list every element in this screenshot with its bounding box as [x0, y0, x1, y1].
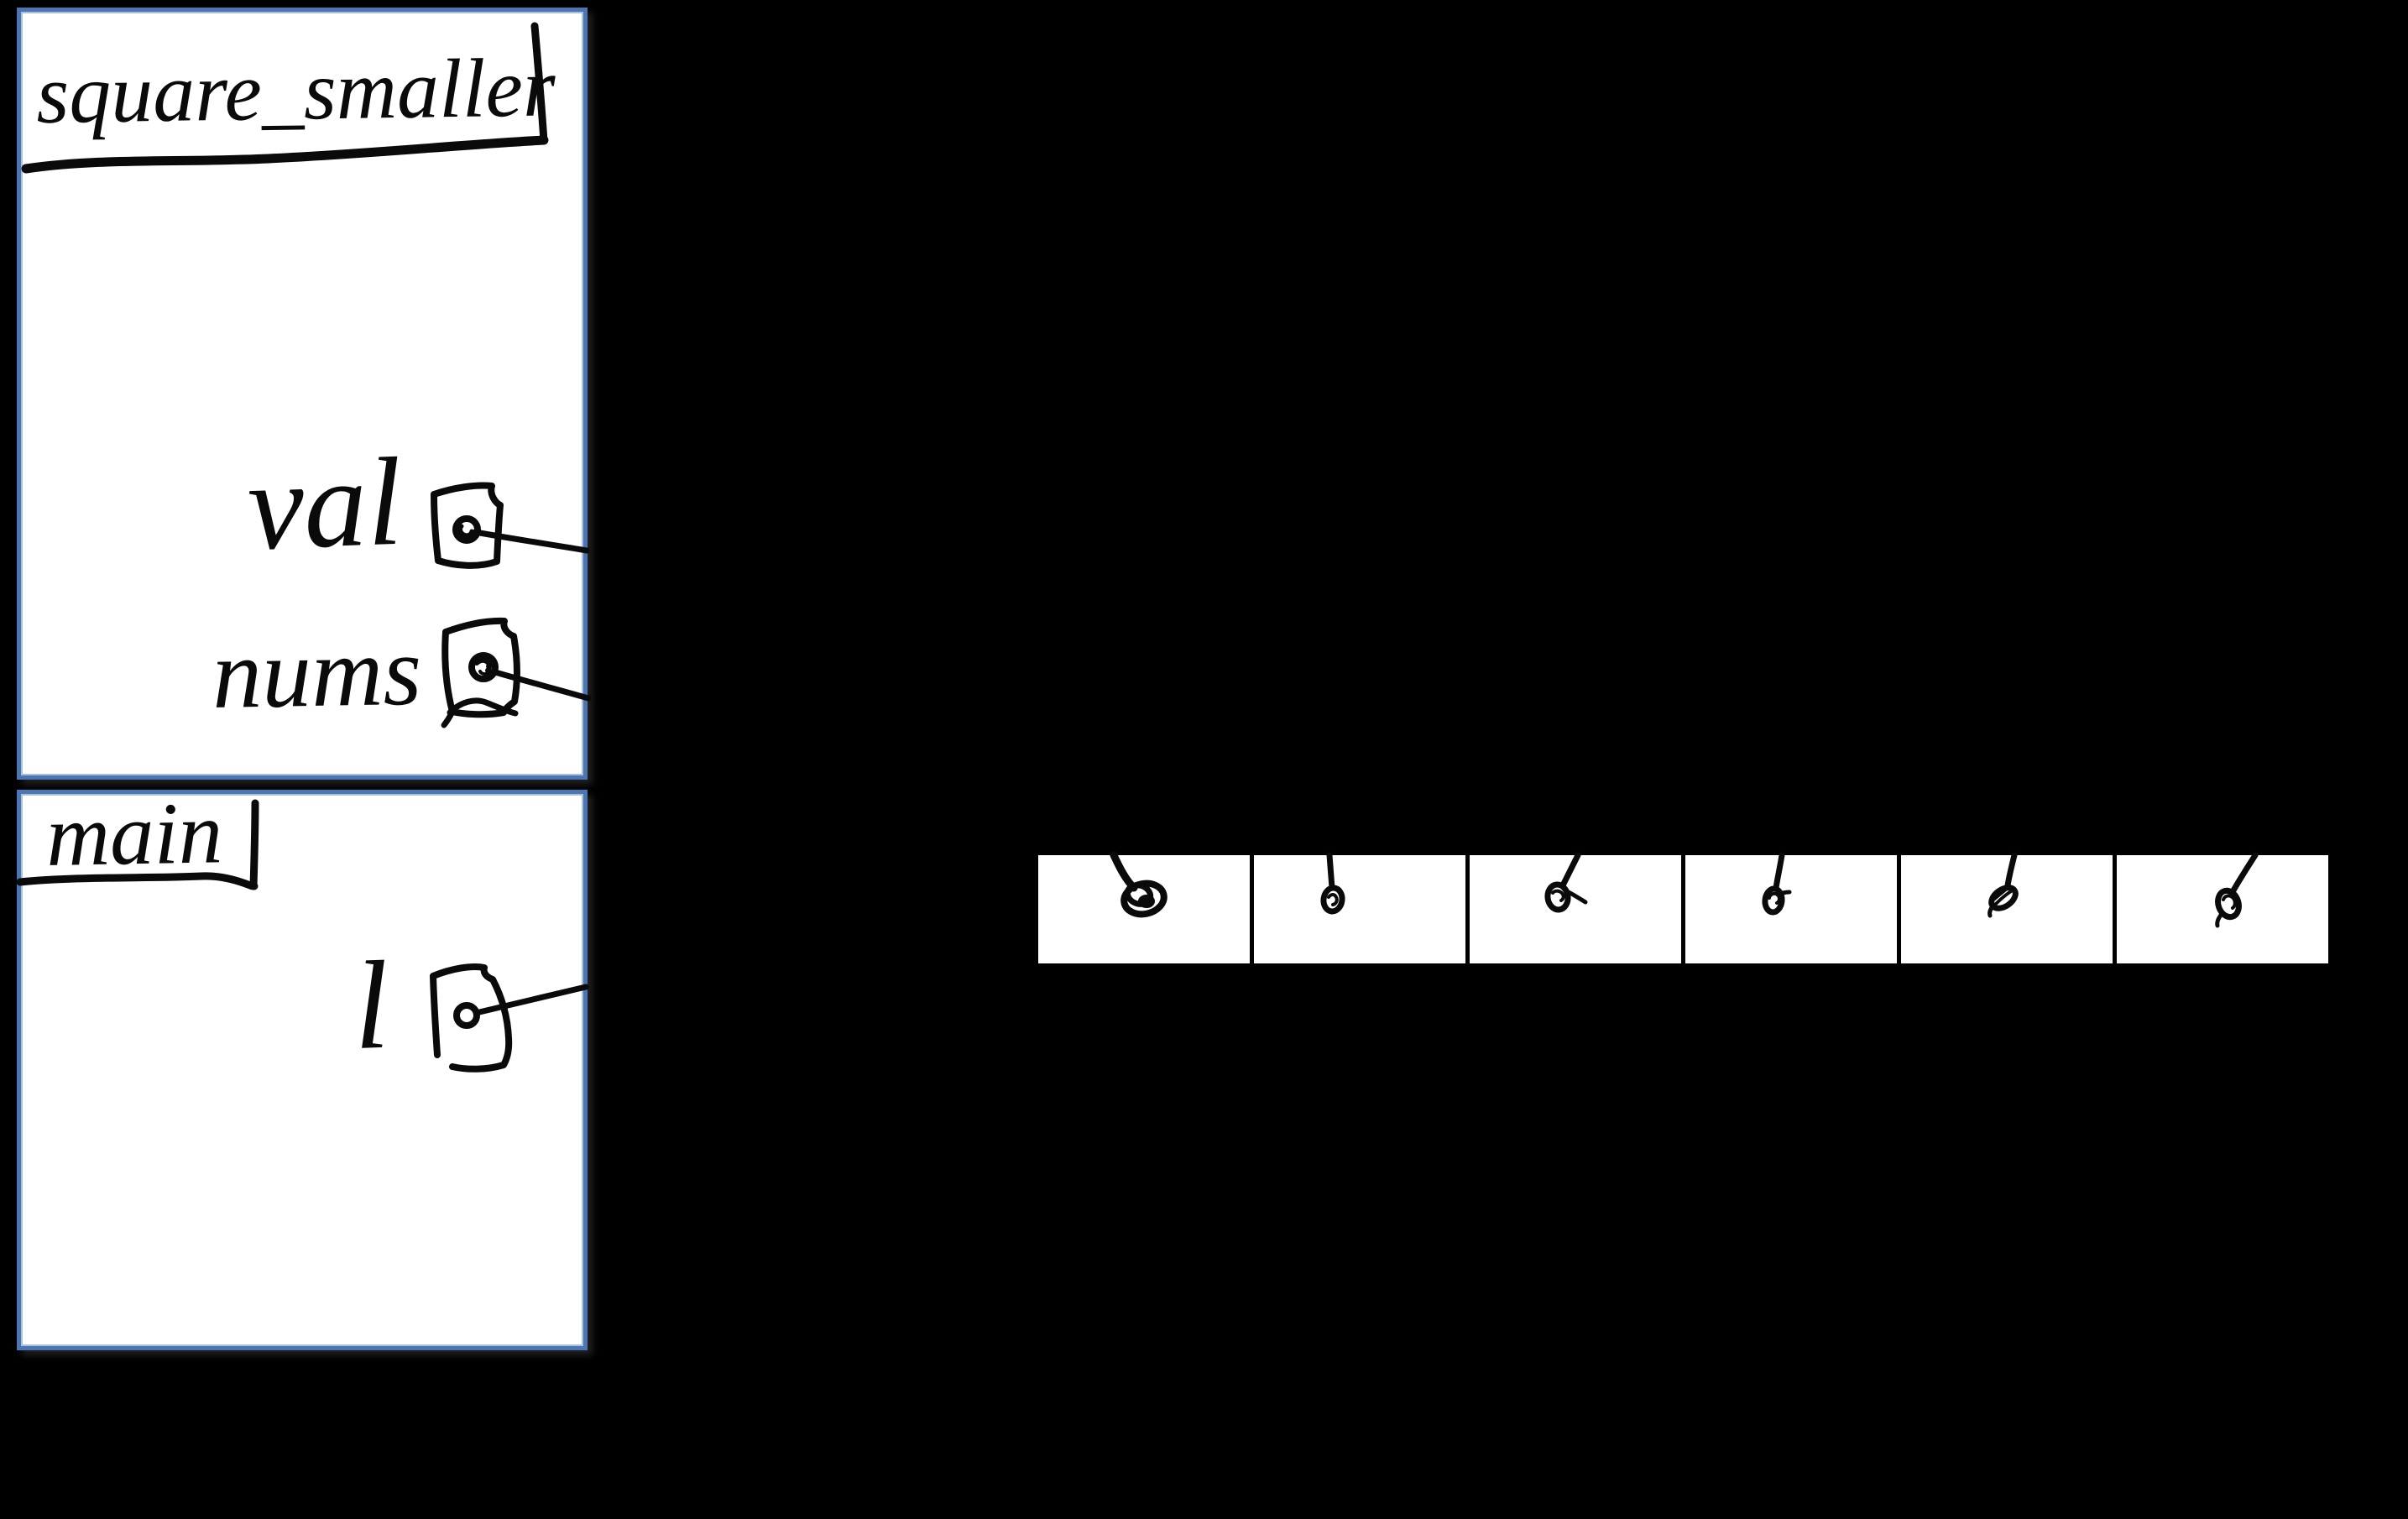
variable-label-nums: nums	[211, 615, 423, 729]
array-cell-2	[1254, 855, 1465, 963]
frame-title-square-smaller: square_smaller	[35, 40, 556, 141]
array-cell-5	[1901, 855, 2113, 963]
variable-label-val: val	[245, 431, 405, 577]
variable-label-l: l	[351, 935, 391, 1076]
array-cell-3	[1470, 855, 1681, 963]
array-cell-6	[2117, 855, 2328, 963]
array-cell-1	[1038, 855, 1250, 963]
array-cell-4	[1685, 855, 1897, 963]
frame-title-main: main	[45, 783, 224, 885]
